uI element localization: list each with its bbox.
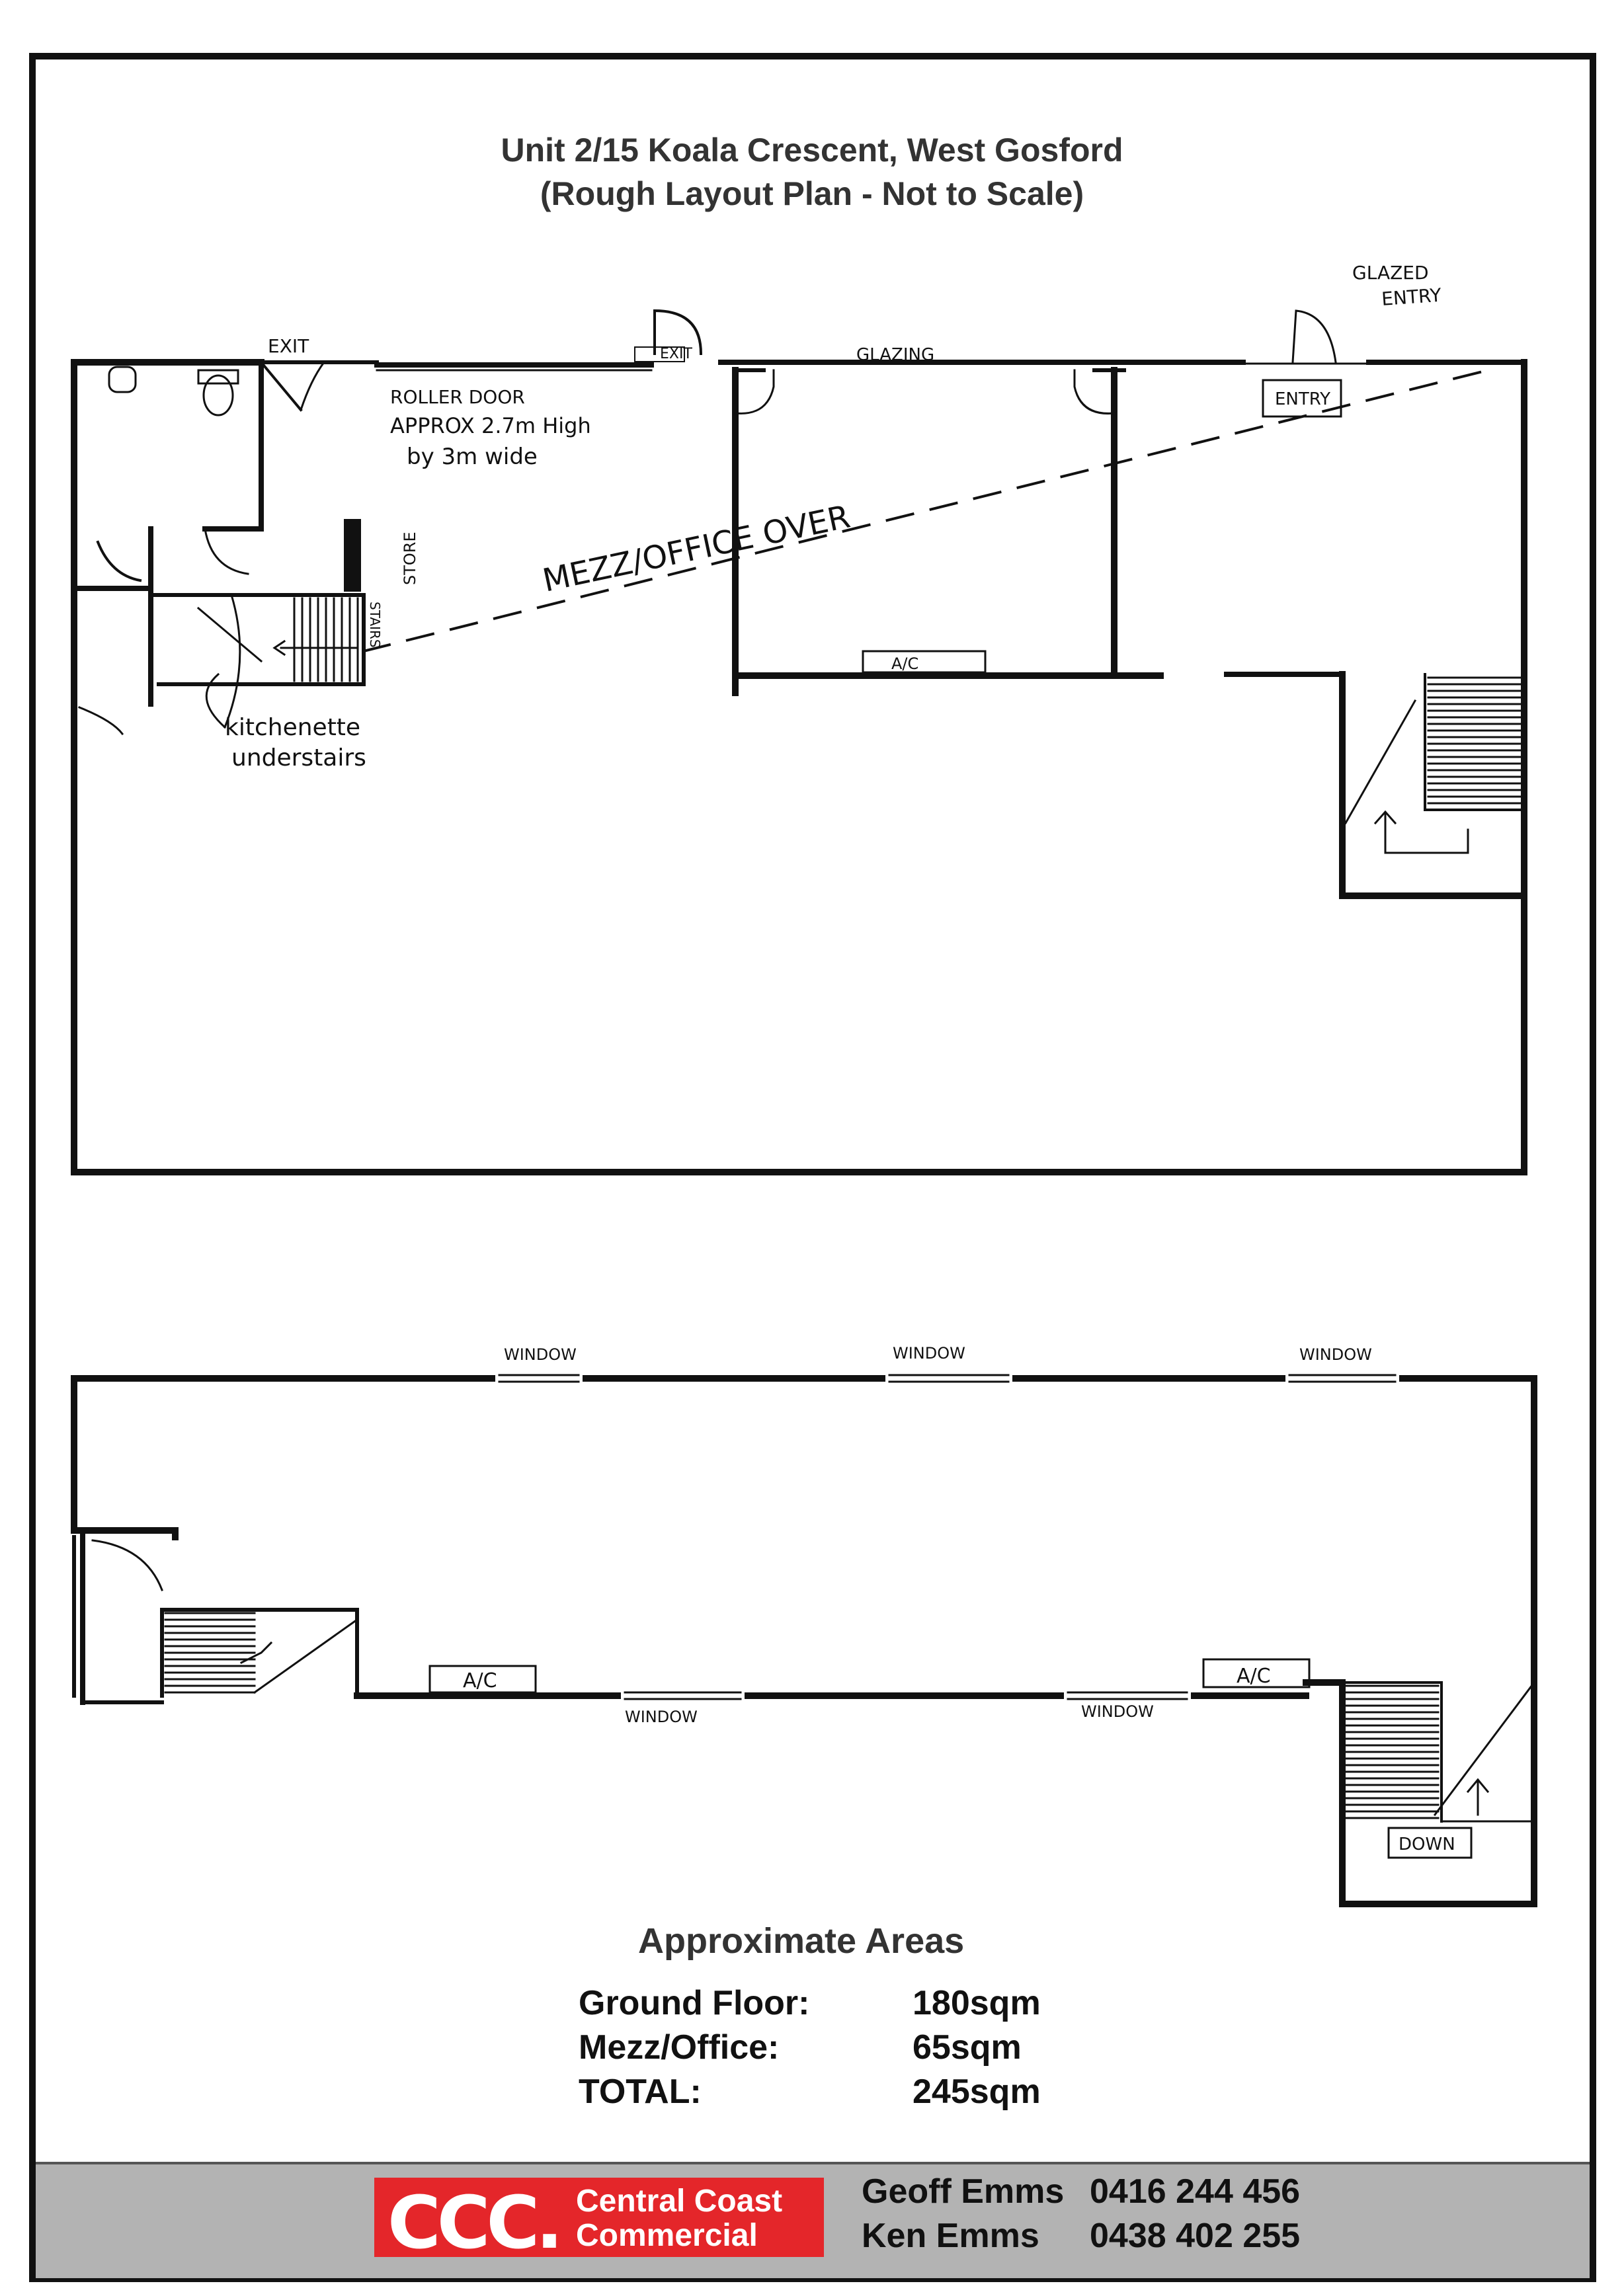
area-value-ground: 180sqm [913, 1984, 1041, 2022]
label-glazing: GLAZING [856, 345, 934, 365]
area-value-total: 245sqm [913, 2073, 1041, 2111]
label-roller-door-width: by 3m wide [407, 444, 538, 470]
label-kitchenette: kitchenette [225, 714, 360, 741]
label-roller-door-size: APPROX 2.7m High [390, 413, 591, 438]
label-understairs: understairs [231, 744, 366, 772]
ground-floor-walls [71, 309, 1527, 1175]
area-label-ground: Ground Floor: [579, 1984, 810, 2022]
mezzanine-walls [71, 1374, 1537, 1907]
logo-mark: CCC. [387, 2180, 563, 2265]
contact-name-2: Ken Emms [862, 2217, 1039, 2255]
label-exit-left: EXIT [268, 335, 309, 357]
plan-subtitle: (Rough Layout Plan - Not to Scale) [540, 175, 1084, 212]
label-store: STORE [401, 532, 419, 585]
label-window-top-3: WINDOW [1299, 1345, 1372, 1364]
label-glazed: GLAZED [1352, 262, 1429, 284]
plan-title: Unit 2/15 Koala Crescent, West Gosford [501, 132, 1123, 169]
page-border [29, 53, 1596, 2282]
contact-name-1: Geoff Emms [862, 2172, 1065, 2211]
label-ac-mezz-2: A/C [1237, 1665, 1271, 1688]
contact-phone-1: 0416 244 456 [1090, 2172, 1301, 2211]
label-window-top-1: WINDOW [504, 1345, 577, 1364]
area-label-total: TOTAL: [579, 2073, 702, 2111]
label-window-bottom-1: WINDOW [625, 1708, 698, 1726]
label-exit-door: EXIT [660, 346, 692, 362]
label-mezz-office-over: MEZZ/OFFICE OVER [540, 498, 854, 600]
label-roller-door: ROLLER DOOR [390, 386, 525, 408]
label-window-bottom-2: WINDOW [1081, 1702, 1154, 1721]
label-down: DOWN [1399, 1835, 1455, 1854]
area-label-mezz: Mezz/Office: [579, 2028, 780, 2067]
label-ac-mezz-1: A/C [463, 1669, 497, 1692]
logo-company-line1: Central Coast [576, 2184, 783, 2219]
areas-heading: Approximate Areas [638, 1921, 965, 1961]
label-glazed-entry: ENTRY [1381, 284, 1442, 310]
area-value-mezz: 65sqm [913, 2028, 1022, 2067]
company-logo: CCC. Central Coast Commercial [374, 2178, 824, 2265]
label-ac-ground: A/C [891, 654, 918, 673]
logo-company-line2: Commercial [576, 2218, 758, 2253]
label-window-top-2: WINDOW [893, 1344, 965, 1363]
label-stairs: STAIRS [367, 602, 383, 648]
label-entry: ENTRY [1275, 389, 1330, 409]
contact-phone-2: 0438 402 255 [1090, 2217, 1301, 2255]
